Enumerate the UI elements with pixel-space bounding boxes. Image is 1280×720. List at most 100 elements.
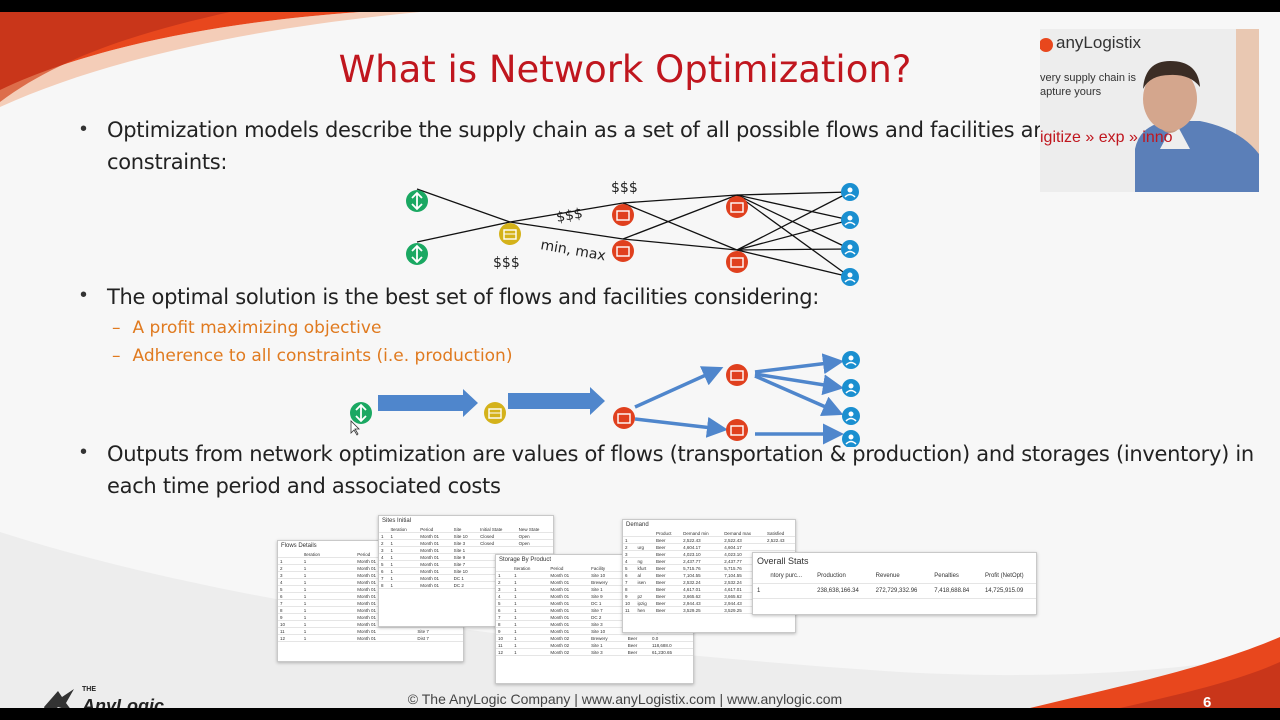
column-header[interactable] (635, 530, 654, 537)
table-cell: Site 3 (589, 620, 626, 628)
table-cell: Month 01 (418, 546, 452, 554)
distribution-center-icon (613, 407, 635, 429)
customer-icon (842, 407, 860, 425)
warehouse-icon (484, 402, 506, 424)
table-cell: Open (516, 539, 553, 547)
table-cell: 8 (496, 620, 513, 628)
table-title: Overall Stats (757, 556, 809, 566)
sub-bullet-text: Adherence to all constraints (i.e. produ… (132, 346, 513, 366)
table-cell: 1 (301, 627, 356, 635)
column-header[interactable]: Product (653, 530, 682, 537)
column-header[interactable]: Period (418, 526, 452, 533)
table-cell: 272,729,332.96 (871, 583, 931, 599)
table-cell: 1 (512, 613, 549, 621)
table-cell: ng (635, 557, 654, 565)
table-cell: 10 (278, 620, 302, 628)
column-header[interactable]: Iteration (512, 565, 549, 572)
column-header[interactable]: New State (516, 526, 553, 533)
table-title: Sites Initial (382, 518, 412, 524)
column-header[interactable]: Satisfied (764, 530, 795, 537)
slide-background-decoration (0, 12, 1280, 708)
table-cell: 1 (301, 599, 356, 607)
table-cell: 1 (512, 585, 549, 593)
customer-icon (841, 183, 859, 201)
column-header[interactable] (278, 551, 302, 558)
table-cell: Closed (478, 539, 517, 547)
webcam-backdrop-text: apture yours (1040, 86, 1102, 98)
logo-prefix: THE (82, 686, 96, 693)
webcam-backdrop-text: very supply chain is (1040, 72, 1136, 84)
webcam-overlay: anyLogistix very supply chain is apture … (1040, 29, 1259, 192)
column-header[interactable]: Demand min (681, 530, 723, 537)
table-cell: Beer (653, 571, 682, 579)
table-cell: 3 (278, 571, 302, 579)
table-cell: 4 (379, 553, 389, 561)
bullet-text-2: The optimal solution is the best set of … (107, 285, 820, 309)
table-cell: 5,715.76 (722, 564, 765, 572)
table-cell: 3,529.25 (681, 606, 723, 614)
column-header[interactable] (379, 526, 389, 533)
table-cell: 0.0 (649, 634, 693, 642)
column-header[interactable]: Initial State (478, 526, 517, 533)
customer-icon (842, 379, 860, 397)
table-cell: Site 3 (451, 539, 479, 547)
slide-title: What is Network Optimization? (338, 48, 912, 91)
table-cell: 11 (496, 641, 513, 649)
column-header[interactable] (753, 569, 767, 584)
table-cell: Beer (653, 550, 682, 558)
table-cell: Month 01 (418, 560, 452, 568)
table-cell: Beer (653, 536, 682, 544)
table-cell: 1 (753, 583, 767, 599)
column-header[interactable]: Facility (589, 565, 626, 572)
table-cell: Month 01 (418, 532, 452, 540)
distribution-center-icon (612, 204, 634, 226)
distribution-center-icon (612, 240, 634, 262)
table-cell: Site 7 (451, 560, 479, 568)
column-header[interactable]: Penalties (930, 569, 981, 584)
table-cell (766, 583, 814, 599)
table-cell: 14,725,915.09 (980, 583, 1036, 599)
table-cell: 3 (623, 550, 636, 558)
table-cell (478, 546, 517, 554)
table-cell: Site 10 (589, 627, 626, 635)
column-header[interactable]: Iteration (301, 551, 356, 558)
column-header[interactable]: ntory purc... (766, 569, 814, 584)
table-cell: Site 7 (415, 627, 463, 635)
table-cell: 2,522.43 (722, 536, 765, 544)
column-header[interactable]: Iteration (388, 526, 419, 533)
column-header[interactable]: Period (548, 565, 590, 572)
table-cell: 1 (278, 557, 302, 565)
table-cell: 11 (278, 627, 302, 635)
table-cell: 7 (496, 613, 513, 621)
table-cell: 8 (623, 585, 636, 593)
table-cell: Open (516, 532, 553, 540)
column-header[interactable] (496, 565, 513, 572)
table-cell: Beer (625, 648, 650, 656)
table-cell: 6 (278, 592, 302, 600)
table-cell: DC 2 (451, 581, 479, 589)
column-header[interactable]: Production (813, 569, 872, 584)
column-header[interactable]: Profit (NetOpt) (980, 569, 1036, 584)
column-header[interactable]: Revenue (871, 569, 931, 584)
column-header[interactable] (623, 530, 636, 537)
column-header[interactable]: Site (451, 526, 479, 533)
table-cell: al (635, 571, 654, 579)
network-diagram-optimal (350, 351, 860, 447)
table-cell: 3,665.62 (722, 592, 765, 600)
table-title: Storage By Product (499, 557, 552, 563)
column-header[interactable]: Demand max (722, 530, 765, 537)
table-cell: kfurt (635, 564, 654, 572)
table-cell: Month 01 (548, 606, 590, 614)
